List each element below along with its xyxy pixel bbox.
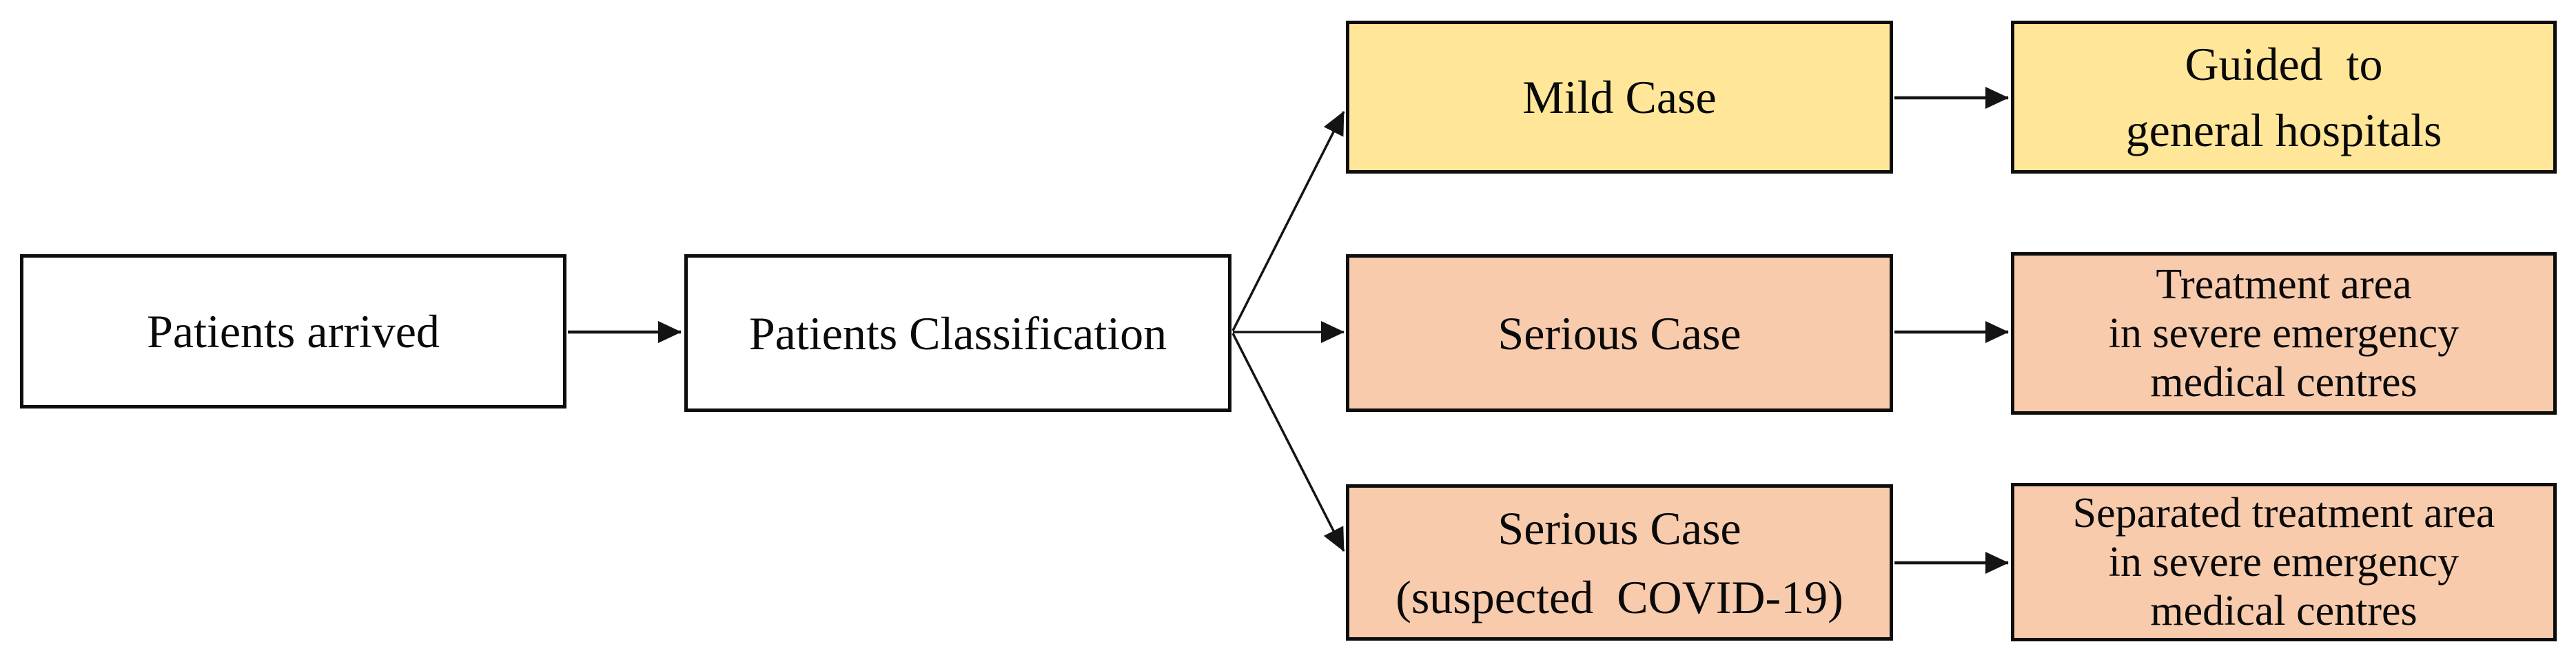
node-label: Patients arrived xyxy=(147,305,440,358)
node-label-line-1: Treatment area xyxy=(2156,260,2412,308)
node-separated-treatment-area: Separated treatment area in severe emerg… xyxy=(2011,483,2557,641)
node-mild-case: Mild Case xyxy=(1346,21,1893,174)
node-patients-arrived: Patients arrived xyxy=(20,254,566,408)
node-label-line-2: (suspected COVID-19) xyxy=(1396,570,1843,623)
node-guided-to-general-hospitals: Guided to general hospitals xyxy=(2011,21,2557,174)
node-label-line-2: general hospitals xyxy=(2125,104,2442,156)
node-patients-classification: Patients Classification xyxy=(684,254,1231,412)
node-label-line-1: Separated treatment area xyxy=(2072,489,2495,537)
node-label-line-3: medical centres xyxy=(2150,587,2417,634)
edge-classification-to-mild-arrow xyxy=(1231,111,1345,331)
node-label-line-1: Serious Case xyxy=(1497,501,1741,555)
node-label-line-2: in severe emergency xyxy=(2108,309,2460,357)
node-label: Mild Case xyxy=(1522,71,1717,123)
node-treatment-area: Treatment area in severe emergency medic… xyxy=(2011,252,2557,415)
edge-classification-to-suspected-arrow xyxy=(1231,333,1345,552)
node-label-line-3: medical centres xyxy=(2150,358,2417,406)
node-label: Patients Classification xyxy=(748,307,1167,360)
node-serious-case-suspected-covid-19: Serious Case (suspected COVID-19) xyxy=(1346,484,1893,641)
node-label: Serious Case xyxy=(1497,307,1741,360)
node-serious-case: Serious Case xyxy=(1346,254,1893,412)
node-label-line-2: in severe emergency xyxy=(2108,538,2460,586)
node-label-line-1: Guided to xyxy=(2185,38,2383,90)
